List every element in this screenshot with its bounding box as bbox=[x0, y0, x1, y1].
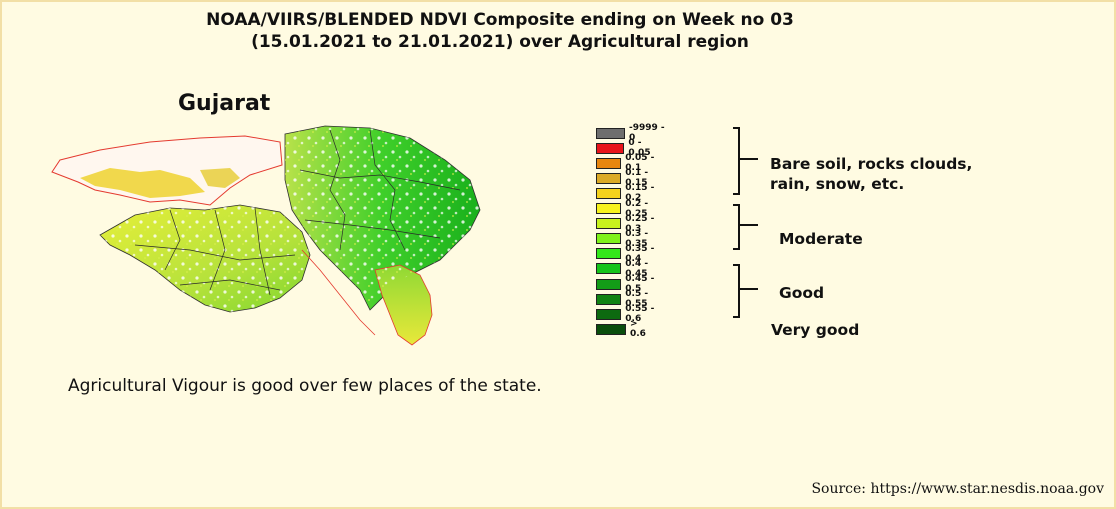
legend-swatch bbox=[596, 293, 622, 305]
legend-row: 0.55 - 0.6 bbox=[596, 304, 658, 325]
legend-row: 0.4 - 0.45 bbox=[596, 258, 658, 279]
page-subtitle: (15.01.2021 to 21.01.2021) over Agricult… bbox=[251, 32, 749, 52]
legend-range-label: -9999 - 0 bbox=[629, 123, 665, 143]
bracket-good-tick bbox=[740, 288, 758, 290]
kutch-cropland bbox=[80, 168, 205, 198]
legend-range-label: 0.1 - 0.15 bbox=[625, 168, 649, 189]
legend-range-label: 0.05 - 0.1 bbox=[625, 153, 655, 174]
legend-row: 0 - 0.05 bbox=[596, 138, 658, 159]
legend-row: 0.15 - 0.2 bbox=[596, 183, 658, 204]
legend-swatch bbox=[596, 248, 622, 260]
legend-row: 0.5 - 0.55 bbox=[596, 289, 658, 310]
legend-row: 0.35 - 0.4 bbox=[596, 243, 658, 264]
district-boundaries bbox=[134, 129, 461, 296]
legend-swatch bbox=[596, 263, 622, 275]
legend-swatch bbox=[596, 127, 625, 139]
legend-row: 0.25 - 0.3 bbox=[596, 213, 658, 234]
legend-range-label: 0.2 - 0.25 bbox=[625, 198, 649, 219]
legend-swatch bbox=[596, 157, 622, 169]
legend-swatch bbox=[596, 278, 622, 290]
ndvi-map bbox=[51, 125, 481, 346]
analysis-comment: Agricultural Vigour is good over few pla… bbox=[68, 376, 542, 396]
legend-row: 0.1 - 0.15 bbox=[596, 168, 658, 189]
state-name: Gujarat bbox=[178, 91, 271, 116]
legend-swatch bbox=[596, 203, 622, 214]
legend-swatch bbox=[596, 233, 622, 245]
legend-range-label: > 0.6 bbox=[630, 319, 646, 340]
legend-row: > 0.6 bbox=[596, 319, 652, 340]
legend-swatch bbox=[596, 172, 622, 184]
legend-swatch bbox=[596, 187, 622, 199]
legend-range-label: 0.4 - 0.45 bbox=[625, 258, 649, 279]
page-title: NOAA/VIIRS/BLENDED NDVI Composite ending… bbox=[206, 10, 794, 30]
class-very-good: Very good bbox=[771, 321, 860, 339]
bracket-moderate-tick bbox=[740, 224, 758, 226]
legend-row: 0.3 - 0.35 bbox=[596, 228, 658, 249]
bracket-moderate bbox=[733, 204, 740, 250]
source-credit: Source: https://www.star.nesdis.noaa.gov bbox=[811, 481, 1104, 497]
legend-range-label: 0.35 - 0.4 bbox=[625, 243, 655, 264]
legend-range-label: 0.3 - 0.35 bbox=[625, 228, 649, 249]
legend-row: 0.05 - 0.1 bbox=[596, 153, 658, 174]
class-bare-line1: Bare soil, rocks clouds, bbox=[770, 155, 973, 173]
bracket-bare-tick bbox=[740, 158, 758, 160]
legend-range-label: 0 - 0.05 bbox=[628, 138, 651, 159]
class-bare-line2: rain, snow, etc. bbox=[770, 175, 905, 193]
legend-swatch bbox=[596, 142, 625, 154]
legend-swatch bbox=[596, 308, 622, 320]
legend-range-label: 0.25 - 0.3 bbox=[625, 213, 655, 234]
legend-swatch bbox=[596, 323, 626, 335]
bracket-good bbox=[733, 264, 740, 318]
legend-row: 0.45 - 0.5 bbox=[596, 274, 658, 294]
class-moderate: Moderate bbox=[779, 230, 863, 248]
legend-range-label: 0.45 - 0.5 bbox=[625, 274, 655, 294]
legend-range-label: 0.5 - 0.55 bbox=[625, 289, 649, 310]
legend-range-label: 0.15 - 0.2 bbox=[625, 183, 655, 204]
legend-range-label: 0.55 - 0.6 bbox=[625, 304, 655, 325]
legend-swatch bbox=[596, 218, 622, 230]
bracket-bare bbox=[733, 127, 740, 195]
legend-row: 0.2 - 0.25 bbox=[596, 198, 658, 219]
class-good: Good bbox=[779, 284, 825, 302]
legend-row: -9999 - 0 bbox=[596, 123, 665, 143]
